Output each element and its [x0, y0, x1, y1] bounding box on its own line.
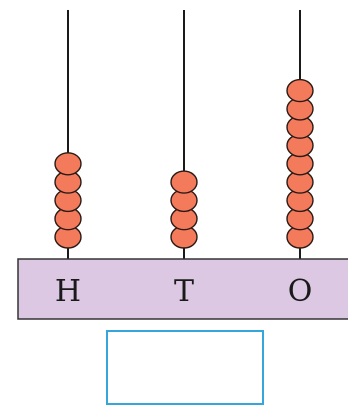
rod-label-ones: O — [288, 274, 313, 309]
beads-layer — [54, 78, 314, 249]
rod-label-tens: T — [174, 274, 194, 309]
bead-hundreds — [54, 152, 82, 176]
bead-tens — [170, 170, 198, 194]
rod-label-hundreds: H — [55, 274, 81, 309]
abacus-base — [17, 258, 348, 320]
bead-ones — [286, 78, 314, 103]
answer-box[interactable] — [106, 330, 264, 405]
